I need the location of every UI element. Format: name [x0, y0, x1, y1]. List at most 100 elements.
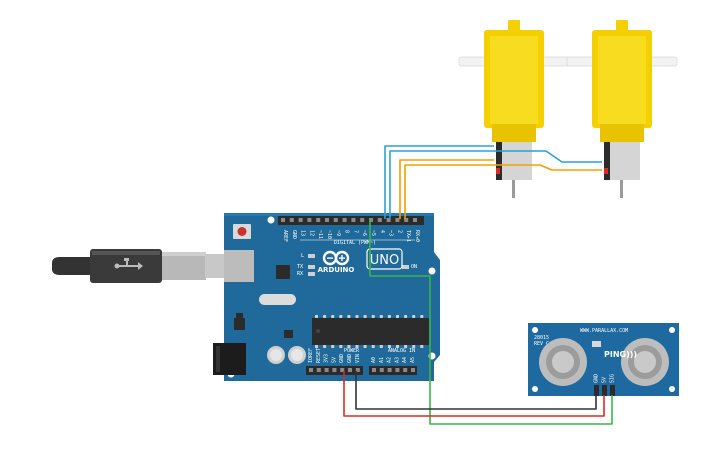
analog-header-label: ANALOG IN	[388, 348, 415, 354]
dc-motor-left	[458, 20, 570, 198]
transducer-left	[539, 338, 587, 386]
uno-badge: UNO	[366, 248, 403, 270]
sensor-pin-label: 5V	[602, 377, 608, 383]
chip-pin	[347, 315, 351, 318]
usb-cable	[52, 249, 227, 283]
usb-icon	[114, 258, 143, 270]
chip-pin	[331, 345, 335, 348]
header-pin[interactable]	[340, 368, 345, 372]
digital-pin-label: RX◂0	[414, 230, 420, 242]
chip-pin	[420, 345, 424, 348]
sensor-pin[interactable]	[594, 385, 599, 396]
chip-pin	[379, 345, 383, 348]
led-l	[308, 254, 315, 258]
chip-pin	[363, 315, 367, 318]
chip-pin	[323, 315, 327, 318]
header-pin[interactable]	[348, 368, 352, 372]
chip-pin	[420, 315, 424, 318]
analog-header	[369, 366, 417, 375]
wire-signal	[369, 219, 613, 425]
header-pin[interactable]	[333, 218, 338, 222]
chip-pin	[323, 345, 327, 348]
led-l-label: L	[301, 253, 304, 259]
chip-pin	[339, 315, 343, 318]
led-rx-label: RX	[297, 271, 303, 277]
led-rx	[308, 272, 315, 276]
header-pin[interactable]	[324, 368, 329, 372]
chip-pin	[396, 345, 399, 348]
power-pin-label: IOREF	[308, 348, 314, 363]
led-on-label: ON	[411, 264, 417, 270]
digital-pin-label: 7	[352, 230, 358, 233]
power-header-label: POWER	[344, 348, 360, 354]
header-pin[interactable]	[316, 368, 321, 372]
sensor-led	[592, 341, 601, 347]
digital-pin-label: ~6	[361, 230, 367, 236]
digital-pin-label: 12	[308, 230, 314, 236]
led-tx	[308, 265, 315, 269]
header-pin[interactable]	[355, 368, 360, 372]
chip-pin	[315, 315, 318, 318]
digital-pin-label: ~10	[326, 230, 332, 239]
header-pin[interactable]	[289, 218, 294, 222]
header-pin[interactable]	[379, 368, 384, 372]
header-pin[interactable]	[411, 368, 415, 372]
analog-pin-label: A0	[371, 357, 377, 363]
digital-header	[278, 216, 424, 225]
digital-header-label: DIGITAL (PWM~)	[334, 240, 376, 246]
wire-motor-b-2	[404, 164, 602, 219]
chip-pin	[371, 345, 375, 348]
chip-pin	[355, 315, 359, 318]
header-pin[interactable]	[404, 218, 409, 222]
power-pin-label: 3V3	[324, 354, 330, 363]
transducer-right	[621, 338, 669, 386]
sensor-brand-url: WWW.PARALLAX.COM	[580, 328, 628, 334]
sensor-pin[interactable]	[602, 385, 607, 396]
header-pin[interactable]	[360, 218, 365, 222]
header-pin[interactable]	[298, 218, 303, 222]
sensor-pin[interactable]	[610, 385, 615, 396]
chip-pin	[355, 345, 359, 348]
header-pin[interactable]	[377, 218, 382, 222]
wire-gnd	[355, 371, 597, 410]
chip-pin	[379, 315, 383, 318]
power-pin-label: 5V	[331, 357, 337, 363]
sensor-revision: REV C	[534, 341, 549, 347]
crystal	[259, 294, 296, 305]
digital-pin-label: ~9	[335, 230, 341, 236]
header-pin[interactable]	[372, 368, 376, 372]
header-pin[interactable]	[395, 218, 400, 222]
header-pin[interactable]	[403, 368, 408, 372]
header-pin[interactable]	[386, 218, 391, 222]
header-pin[interactable]	[325, 218, 329, 222]
header-pin[interactable]	[281, 218, 285, 222]
header-pin[interactable]	[316, 218, 321, 222]
header-pin[interactable]	[342, 218, 347, 222]
header-pin[interactable]	[395, 368, 400, 372]
header-pin[interactable]	[369, 218, 373, 222]
header-pin[interactable]	[309, 368, 313, 372]
led-on	[402, 265, 409, 269]
mount-hole	[428, 267, 436, 275]
header-pin[interactable]	[332, 368, 337, 372]
chip-pin	[331, 315, 335, 318]
analog-pin-label: A5	[410, 357, 416, 363]
digital-pin-label: AREF	[282, 230, 288, 242]
analog-pin-label: A2	[387, 357, 393, 363]
analog-pin-label: A3	[394, 357, 400, 363]
ultrasonic-sensor-ping: 28015 REV C WWW.PARALLAX.COM PING))) GND…	[528, 323, 679, 396]
header-pin[interactable]	[387, 368, 392, 372]
sensor-part-number: 28015	[534, 335, 549, 341]
sensor-name: PING)))	[604, 350, 637, 359]
power-pin-label: GND	[347, 354, 353, 363]
header-pin[interactable]	[307, 218, 312, 222]
power-pin-label: VIN	[355, 354, 361, 363]
header-pin[interactable]	[413, 218, 417, 222]
analog-pin-label: A1	[379, 357, 385, 363]
chip-pin	[404, 315, 408, 318]
digital-pin-label: TX▸1	[405, 230, 411, 242]
header-pin[interactable]	[351, 218, 356, 222]
digital-pin-label: ~3	[388, 230, 394, 236]
